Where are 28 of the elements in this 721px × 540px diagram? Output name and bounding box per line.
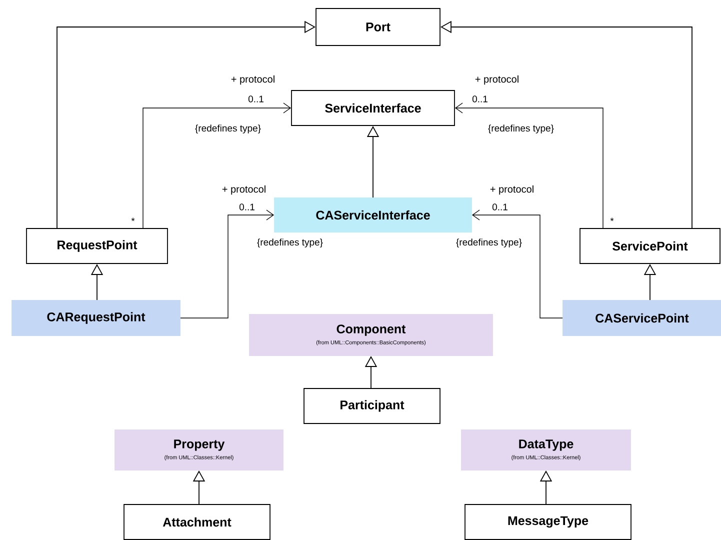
constraint-label: {redefines type} — [456, 238, 522, 248]
multiplicity-label: 0..1 — [492, 204, 508, 210]
constraint-label: {redefines type} — [195, 124, 261, 134]
arrow — [142, 102, 292, 228]
edge-label: + protocol — [490, 185, 534, 195]
class-box: RequestPoint — [26, 228, 168, 264]
edge-label: + protocol — [475, 75, 518, 85]
arrow — [472, 210, 563, 318]
multiplicity-label: * — [610, 218, 614, 222]
class-box: ServiceInterface — [291, 90, 455, 126]
multiplicity-label: 0..1 — [248, 96, 264, 102]
multiplicity-label: 0..1 — [239, 204, 254, 210]
constraint-label: {redefines type} — [257, 238, 323, 248]
class-box: MessageType — [464, 504, 632, 540]
class-box: Port — [316, 8, 440, 46]
multiplicity-label: * — [131, 218, 135, 222]
multiplicity-label: 0..1 — [472, 96, 488, 102]
class-box: Attachment — [124, 504, 270, 540]
class-box: CAServicePoint — [562, 300, 721, 336]
edge-label: + protocol — [231, 75, 274, 85]
class-box: CARequestPoint — [12, 300, 180, 336]
class-box: CAServiceInterface — [274, 198, 472, 232]
class-box: Participant — [304, 388, 440, 424]
arrow — [180, 210, 274, 318]
arrow — [454, 102, 604, 228]
constraint-label: {redefines type} — [488, 124, 554, 134]
edge-label: + protocol — [222, 185, 266, 195]
class-box: ServicePoint — [580, 228, 720, 264]
